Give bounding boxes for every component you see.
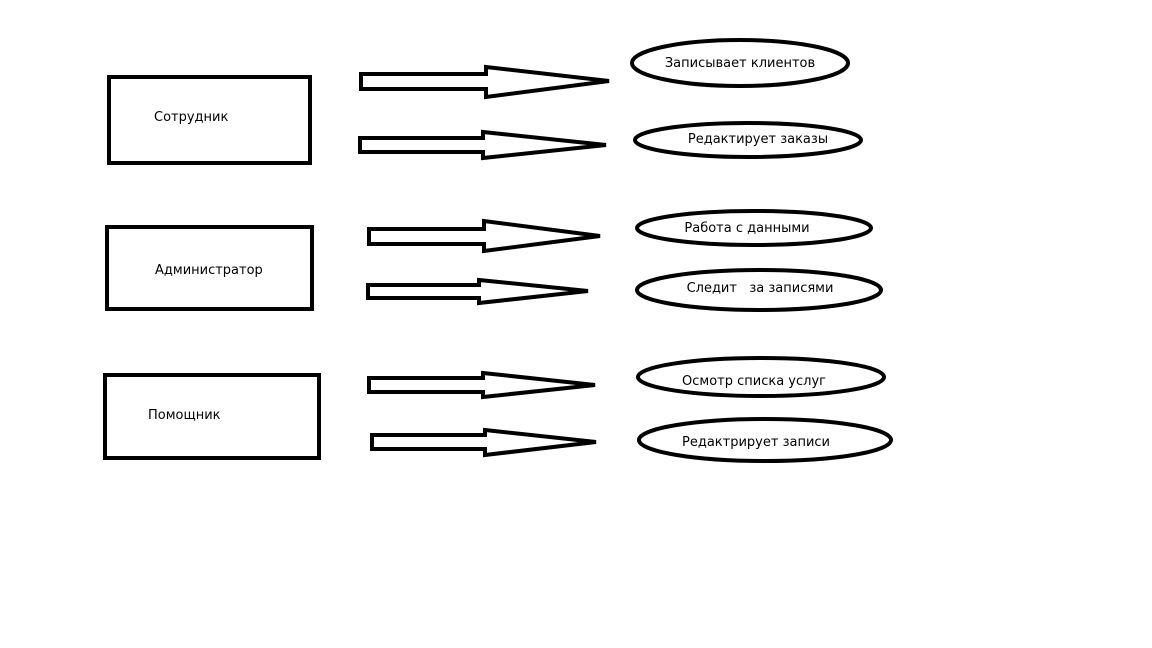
action-ellipse	[635, 209, 873, 247]
arrow-right-icon	[367, 218, 601, 254]
action-administrator-2: Следит за записями	[635, 268, 883, 312]
arrow-right-icon	[370, 427, 597, 458]
actor-label: Сотрудник	[154, 110, 228, 125]
arrow-right-icon	[358, 129, 607, 161]
actor-box	[107, 75, 312, 165]
arrow-right-icon	[367, 370, 596, 400]
arrow-right-icon	[366, 277, 589, 306]
actor-label: Администратор	[155, 263, 263, 278]
action-label: Редактирует заказы	[688, 132, 828, 147]
action-label: Редактрирует записи	[682, 435, 830, 450]
action-employee-1: Записывает клиентов	[630, 38, 850, 88]
action-label: Работа с данными	[684, 221, 809, 236]
action-ellipse	[637, 417, 893, 463]
action-employee-2: Редактирует заказы	[633, 121, 863, 159]
action-ellipse	[636, 356, 886, 398]
action-assistant-2: Редактрирует записи	[637, 417, 893, 463]
arrow-right-icon	[359, 64, 610, 100]
action-label: Записывает клиентов	[665, 56, 815, 71]
action-ellipse	[630, 38, 850, 88]
action-ellipse	[633, 121, 863, 159]
actor-box	[103, 373, 321, 460]
actor-assistant: Помощник	[103, 373, 321, 460]
arrows	[358, 64, 610, 458]
actor-box	[105, 225, 314, 311]
action-assistant-1: Осмотр списка услуг	[636, 356, 886, 398]
action-label: Осмотр списка услуг	[682, 374, 826, 389]
action-ellipse	[635, 268, 883, 312]
actor-employee: Сотрудник	[107, 75, 312, 165]
actor-administrator: Администратор	[105, 225, 314, 311]
action-label: Следит за записями	[687, 281, 834, 296]
actor-label: Помощник	[148, 408, 221, 423]
action-administrator-1: Работа с данными	[635, 209, 873, 247]
